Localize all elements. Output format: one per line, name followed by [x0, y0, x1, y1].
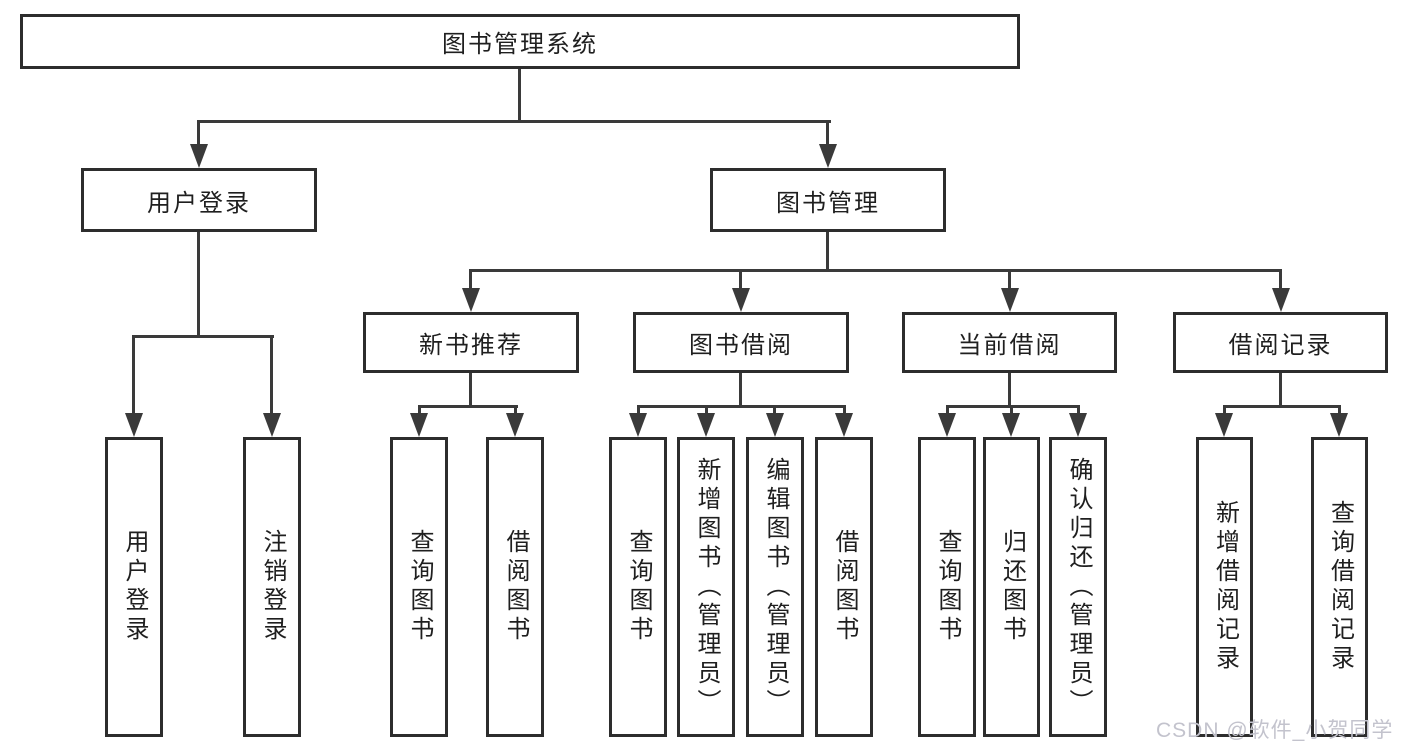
node-label: 注销登录	[259, 529, 286, 645]
watermark: CSDN @软件_小贺同学	[1156, 719, 1394, 742]
node-label: 当前借阅	[957, 332, 1062, 359]
node-user-login: 用户登录	[81, 168, 317, 232]
connector-line	[1279, 269, 1282, 290]
arrow-down-icon	[1272, 288, 1290, 312]
arrow-down-icon	[629, 413, 647, 437]
connector-line	[518, 69, 521, 120]
connector-line	[637, 405, 640, 415]
connector-line	[843, 405, 846, 415]
connector-line	[946, 405, 1080, 408]
arrow-down-icon	[697, 413, 715, 437]
arrow-down-icon	[1001, 288, 1019, 312]
connector-line	[198, 120, 831, 123]
arrow-down-icon	[462, 288, 480, 312]
connector-line	[469, 269, 472, 290]
arrow-down-icon	[506, 413, 524, 437]
arrow-down-icon	[263, 413, 281, 437]
connector-line	[418, 405, 421, 415]
connector-line	[270, 335, 273, 415]
connector-line	[469, 269, 1282, 272]
leaf-edit-books-admin: 编辑图书（管理员）	[746, 437, 804, 737]
leaf-query-books-1: 查询图书	[390, 437, 448, 737]
connector-line	[1223, 405, 1341, 408]
connector-line	[469, 373, 472, 407]
leaf-query-books-3: 查询图书	[918, 437, 976, 737]
connector-line	[197, 232, 200, 335]
leaf-user-login: 用户登录	[105, 437, 163, 737]
connector-line	[826, 120, 829, 146]
node-label: 借阅记录	[1228, 332, 1333, 359]
arrow-down-icon	[190, 144, 208, 168]
node-label: 图书借阅	[689, 332, 793, 359]
connector-line	[197, 120, 200, 146]
node-label: 查询借阅记录	[1326, 500, 1354, 674]
connector-line	[1008, 373, 1011, 407]
connector-line	[739, 373, 742, 407]
node-label: 新增图书（管理员）	[693, 456, 720, 718]
arrow-down-icon	[1002, 413, 1020, 437]
connector-line	[826, 232, 829, 272]
node-book-management: 图书管理	[710, 168, 946, 232]
node-label: 查询图书	[406, 529, 433, 645]
connector-line	[705, 405, 708, 415]
connector-line	[1008, 269, 1011, 290]
arrow-down-icon	[819, 144, 837, 168]
node-label: 图书管理	[776, 189, 880, 217]
arrow-down-icon	[1069, 413, 1087, 437]
arrow-down-icon	[835, 413, 853, 437]
node-label: 查询图书	[934, 529, 961, 645]
leaf-borrow-books-2: 借阅图书	[815, 437, 873, 737]
node-label: 确认归还（管理员）	[1065, 456, 1092, 718]
leaf-return-books: 归还图书	[983, 437, 1040, 737]
node-label: 借阅图书	[831, 529, 858, 645]
node-label: 归还图书	[998, 529, 1026, 645]
arrow-down-icon	[125, 413, 143, 437]
arrow-down-icon	[1330, 413, 1348, 437]
connector-line	[1077, 405, 1080, 415]
connector-line	[1223, 405, 1226, 415]
arrow-down-icon	[1215, 413, 1233, 437]
connector-line	[739, 269, 742, 290]
node-label: 图书管理系统	[442, 31, 598, 58]
arrow-down-icon	[410, 413, 428, 437]
node-book-borrow: 图书借阅	[633, 312, 849, 373]
node-label: 借阅图书	[502, 529, 529, 645]
arrow-down-icon	[732, 288, 750, 312]
connector-line	[946, 405, 949, 415]
leaf-add-borrow-record: 新增借阅记录	[1196, 437, 1253, 737]
node-new-book-recommend: 新书推荐	[363, 312, 579, 373]
arrow-down-icon	[938, 413, 956, 437]
leaf-query-borrow-record: 查询借阅记录	[1311, 437, 1368, 737]
leaf-borrow-books-1: 借阅图书	[486, 437, 544, 737]
node-label: 编辑图书（管理员）	[762, 456, 789, 718]
leaf-confirm-return-admin: 确认归还（管理员）	[1049, 437, 1107, 737]
leaf-logout: 注销登录	[243, 437, 301, 737]
connector-line	[418, 405, 518, 408]
arrow-down-icon	[766, 413, 784, 437]
node-root: 图书管理系统	[20, 14, 1020, 69]
connector-line	[637, 405, 846, 408]
connector-line	[132, 335, 135, 415]
leaf-add-books-admin: 新增图书（管理员）	[677, 437, 735, 737]
node-label: 用户登录	[121, 529, 148, 645]
connector-line	[773, 405, 776, 415]
connector-line	[132, 335, 274, 338]
connector-line	[1338, 405, 1341, 415]
node-label: 新书推荐	[419, 332, 523, 359]
connector-line	[1279, 373, 1282, 407]
connector-line	[1010, 405, 1013, 415]
node-borrow-records: 借阅记录	[1173, 312, 1388, 373]
node-label: 查询图书	[625, 529, 652, 645]
connector-line	[514, 405, 517, 415]
node-current-borrow: 当前借阅	[902, 312, 1117, 373]
node-label: 用户登录	[147, 189, 251, 217]
leaf-query-books-2: 查询图书	[609, 437, 667, 737]
node-label: 新增借阅记录	[1211, 500, 1239, 674]
